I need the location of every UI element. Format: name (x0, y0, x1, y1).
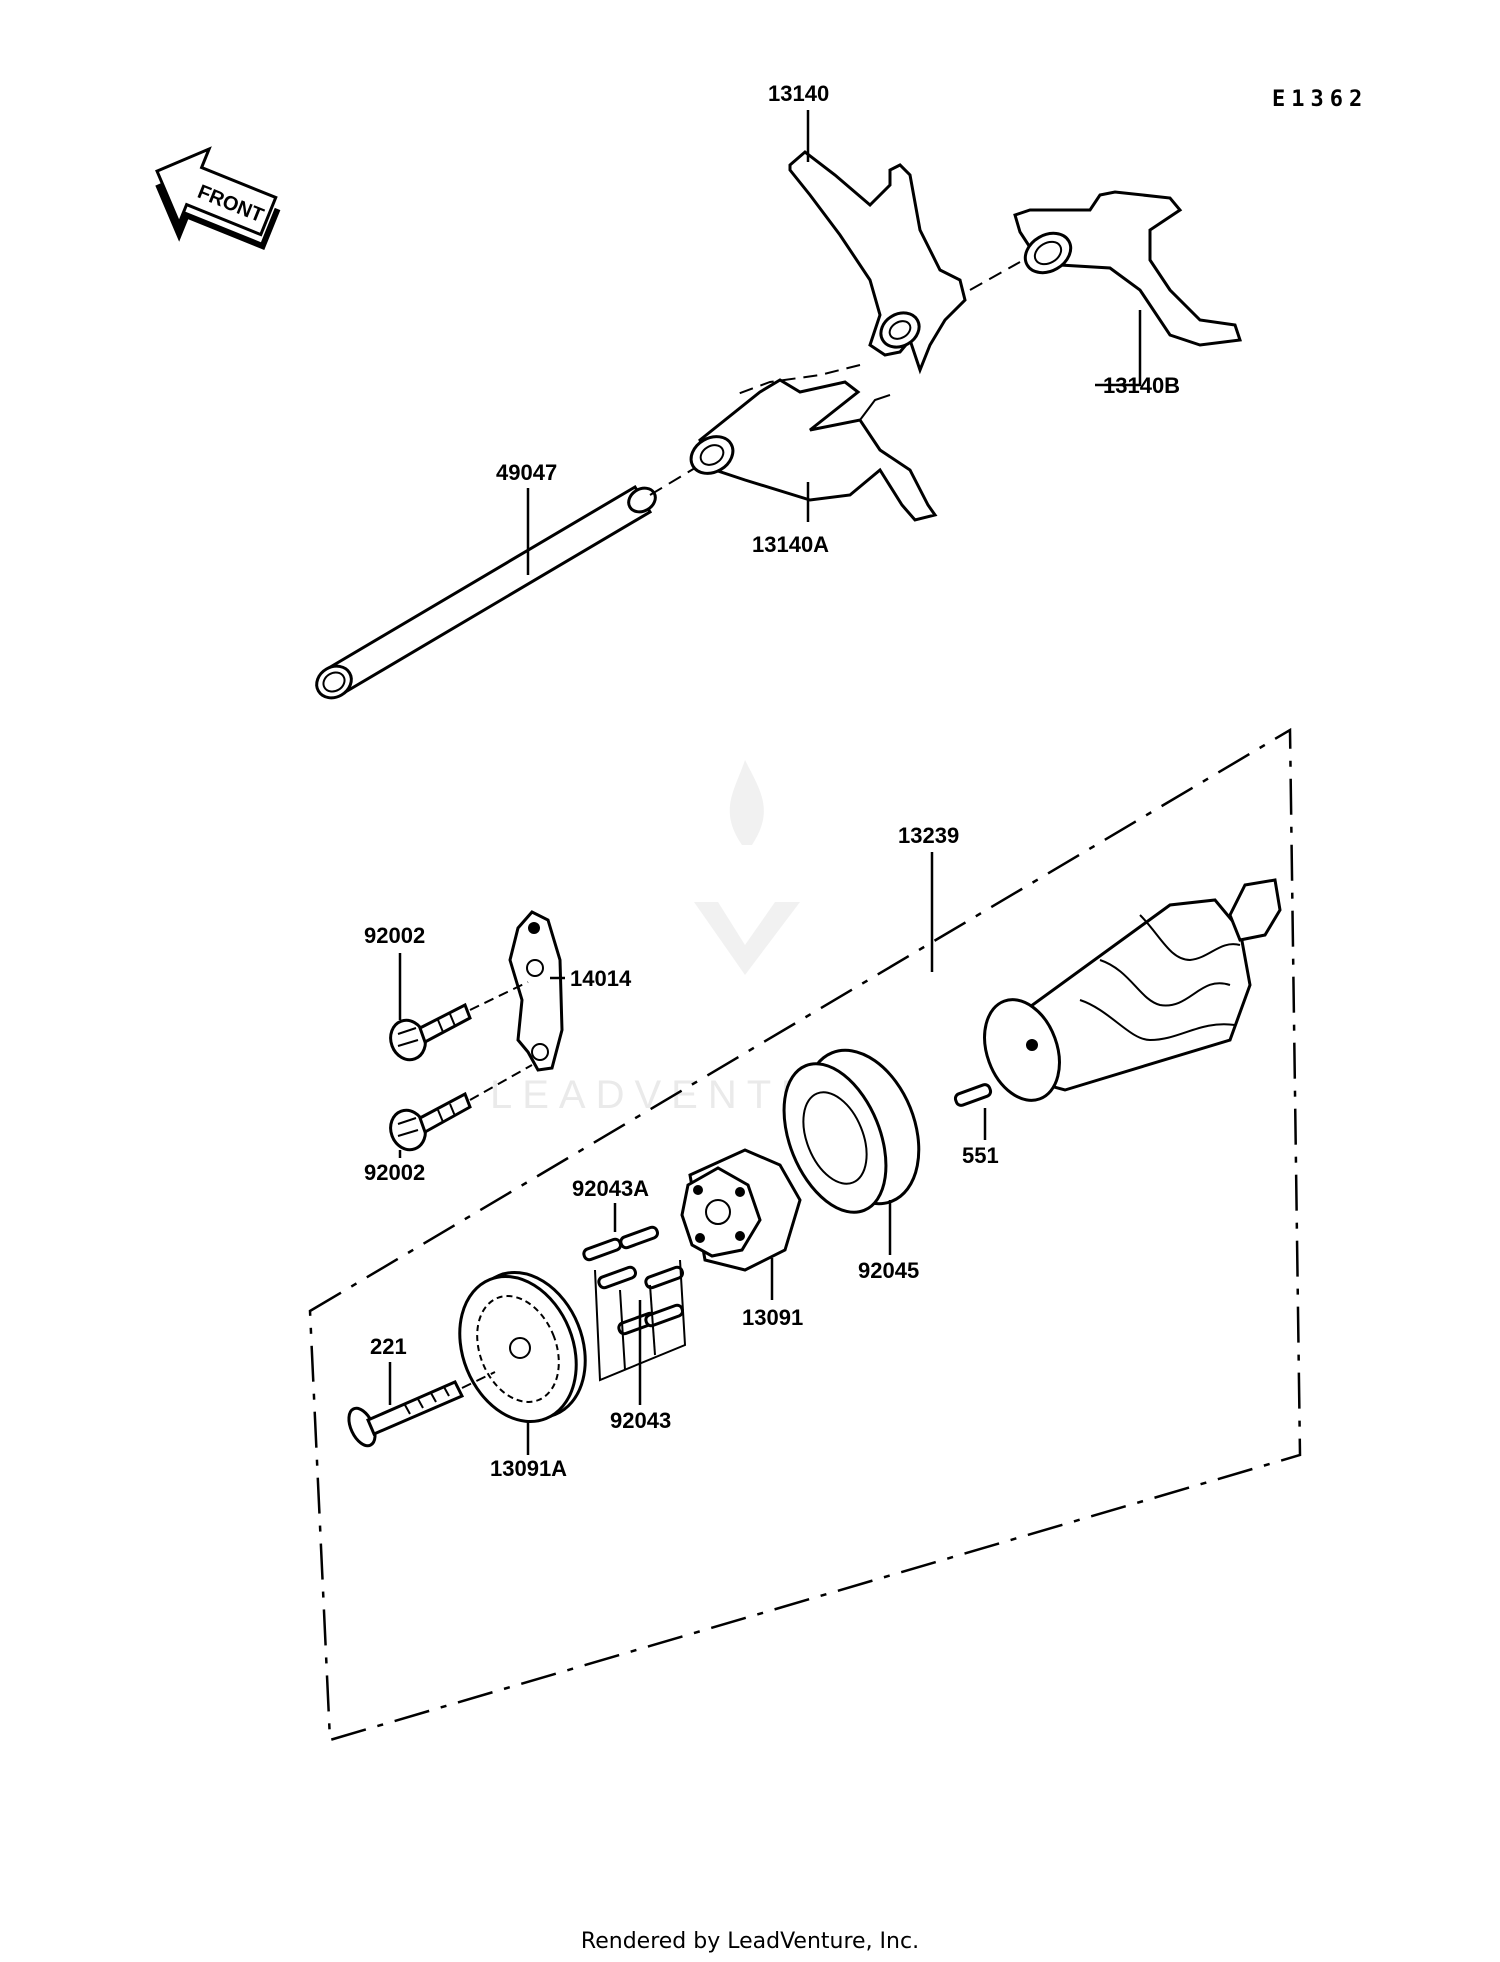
shift-drum (983, 878, 1282, 1102)
pin-551 (953, 1083, 993, 1107)
part-label-13140a: 13140A (752, 532, 829, 557)
bolt-92002-bottom (389, 1091, 472, 1152)
part-label-14014: 14014 (570, 966, 632, 991)
shift-cam-13091 (680, 1148, 802, 1272)
shift-fork-13140 (788, 150, 967, 375)
footer-credit: Rendered by LeadVenture, Inc. (581, 1929, 919, 1954)
shift-fork-shaft (315, 484, 657, 700)
part-label-92045: 92045 (858, 1258, 919, 1283)
screw-221 (347, 1380, 465, 1448)
part-label-13140: 13140 (768, 81, 829, 106)
bolt-92002-top (389, 1002, 472, 1062)
diagram-code: E1362 (1272, 87, 1368, 112)
stopper-plate-14014 (508, 910, 564, 1072)
part-label-13091: 13091 (742, 1305, 803, 1330)
shift-fork-13140a (689, 378, 938, 522)
bearing-92045 (782, 1048, 921, 1214)
part-label-92043a: 92043A (572, 1176, 649, 1201)
part-label-92002-top: 92002 (364, 923, 425, 948)
part-label-49047: 49047 (496, 460, 557, 485)
part-label-92002-bottom: 92002 (364, 1160, 425, 1185)
part-label-551: 551 (962, 1143, 999, 1168)
shift-fork-13140b (1013, 190, 1243, 347)
drum-assembly-outline (308, 727, 1302, 1742)
pin-plate-13091a (458, 1270, 587, 1424)
part-label-13091a: 13091A (490, 1456, 567, 1481)
part-label-221: 221 (370, 1334, 407, 1359)
part-label-13239: 13239 (898, 823, 959, 848)
part-label-92043: 92043 (610, 1408, 671, 1433)
front-arrow-icon: FRONT (155, 146, 281, 251)
pins-92043 (582, 1225, 687, 1382)
